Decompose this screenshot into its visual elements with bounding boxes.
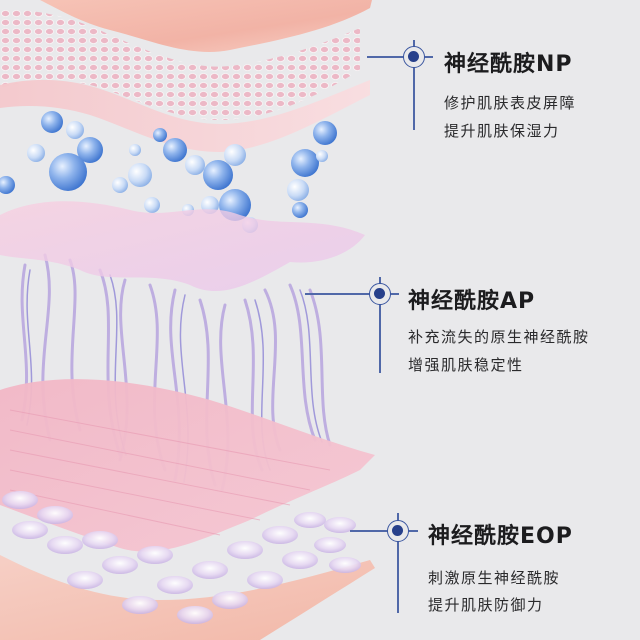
connector-line-vertical: [397, 513, 399, 613]
connector-line-horizontal: [305, 293, 399, 295]
target-marker-icon: [387, 520, 409, 542]
callout-description-line-1: 刺激原生神经酰胺: [428, 569, 561, 587]
callout-description-line-1: 修护肌肤表皮屏障: [444, 94, 577, 112]
connector-line-vertical: [379, 277, 381, 373]
target-marker-icon: [403, 46, 425, 68]
callout-title: 神经酰胺NP: [444, 52, 573, 77]
connector-line-horizontal: [350, 530, 418, 532]
callout-description-line-2: 增强肌肤稳定性: [408, 356, 524, 374]
callout-title: 神经酰胺AP: [408, 289, 536, 314]
callout-description-line-1: 补充流失的原生神经酰胺: [408, 328, 590, 346]
connector-line-vertical: [413, 40, 415, 130]
callout-description-line-2: 提升肌肤保湿力: [444, 122, 560, 140]
target-marker-icon: [369, 283, 391, 305]
cellular-layer: [2, 491, 361, 624]
callout-description-line-2: 提升肌肤防御力: [428, 596, 544, 614]
callout-title: 神经酰胺EOP: [428, 524, 573, 549]
connector-line-horizontal: [367, 56, 433, 58]
